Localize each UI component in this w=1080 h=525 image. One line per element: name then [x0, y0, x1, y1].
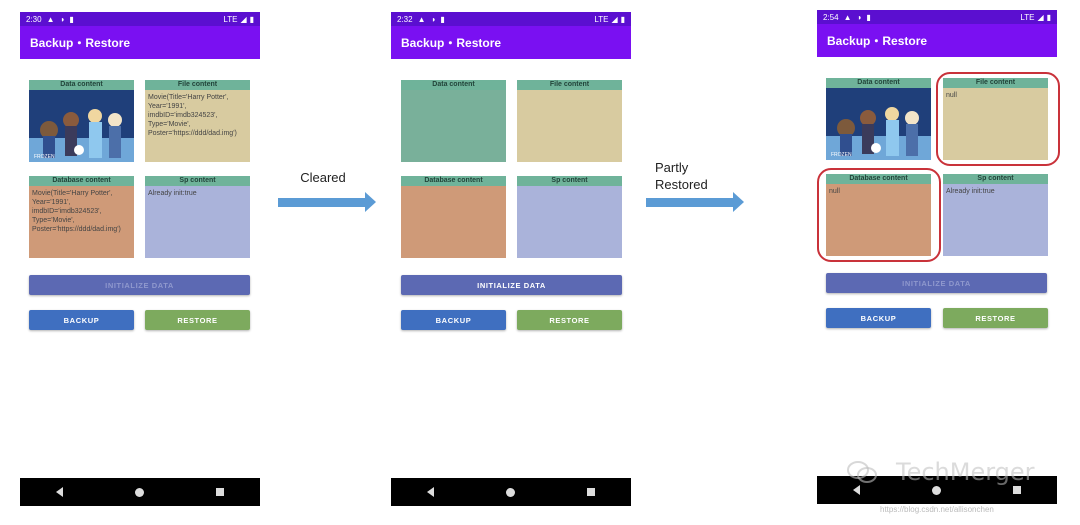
- back-icon[interactable]: [56, 487, 63, 497]
- arrow-label-line1: Partly: [655, 160, 689, 175]
- status-time: 2:30: [26, 14, 42, 24]
- restore-button[interactable]: RESTORE: [145, 310, 250, 330]
- network-type: LTE: [223, 14, 238, 24]
- database-content-text: [401, 186, 506, 258]
- warning-icon: ▲: [417, 14, 426, 24]
- card-header: Data content: [401, 80, 506, 90]
- card-header: Data content: [826, 78, 931, 88]
- warning-icon: ▲: [46, 14, 55, 24]
- status-time: 2:32: [397, 14, 413, 24]
- sync-icon: ◑: [59, 14, 65, 24]
- file-content-card: File content: [517, 80, 622, 162]
- data-content-card: Data content FROZEN: [826, 78, 931, 160]
- navigation-bar: [817, 476, 1057, 504]
- app-bar-title: Backup・Restore: [391, 26, 631, 59]
- card-header: File content: [145, 80, 250, 90]
- signal-icon: ◢: [1037, 12, 1044, 22]
- card-header: Sp content: [145, 176, 250, 186]
- movie-poster-image: FROZEN: [826, 88, 931, 160]
- app-bar-title: Backup・Restore: [817, 24, 1057, 57]
- battery-icon: ▮: [620, 14, 625, 24]
- recents-icon[interactable]: [1013, 486, 1021, 494]
- restore-button[interactable]: RESTORE: [943, 308, 1048, 328]
- sp-content-card: Sp content: [517, 176, 622, 258]
- highlight-ring-file-content: [936, 72, 1060, 166]
- home-icon[interactable]: [932, 485, 941, 495]
- backup-button[interactable]: BACKUP: [826, 308, 931, 328]
- right-arrow-icon: [646, 192, 744, 212]
- phone-screen-initialized: 2:30 ▲ ◑ ▮ LTE ◢ ▮ Backup・Restore Data c…: [20, 12, 260, 507]
- restore-button[interactable]: RESTORE: [517, 310, 622, 330]
- arrow-label-partly-restored: Partly Restored: [655, 159, 717, 193]
- card-header: Data content: [29, 80, 134, 90]
- back-icon[interactable]: [853, 485, 860, 495]
- network-type: LTE: [594, 14, 609, 24]
- battery-icon: ▮: [249, 14, 254, 24]
- initialize-data-button[interactable]: INITIALIZE DATA: [401, 275, 622, 295]
- movie-poster-image: FROZEN: [29, 90, 134, 162]
- watermark-url: https://blog.csdn.net/allisonchen: [880, 505, 994, 514]
- app-bar-title: Backup・Restore: [20, 26, 260, 59]
- data-content-card: Data content FROZEN: [29, 80, 134, 162]
- sd-card-icon: ▮: [866, 12, 871, 22]
- battery-icon: ▮: [1046, 12, 1051, 22]
- card-header: Database content: [401, 176, 506, 186]
- database-content-card: Database content: [401, 176, 506, 258]
- sp-content-text: Already init:true: [145, 186, 250, 258]
- back-icon[interactable]: [427, 487, 434, 497]
- card-header: Database content: [826, 174, 931, 184]
- navigation-bar: [391, 478, 631, 506]
- right-arrow-icon: [278, 192, 376, 212]
- network-type: LTE: [1020, 12, 1035, 22]
- card-header: Sp content: [517, 176, 622, 186]
- database-content-card: Database content Movie(Title='Harry Pott…: [29, 176, 134, 258]
- file-content-text: Movie(Title='Harry Potter', Year='1991',…: [145, 90, 250, 162]
- signal-icon: ◢: [611, 14, 618, 24]
- status-bar: 2:30 ▲ ◑ ▮ LTE ◢ ▮: [20, 12, 260, 26]
- sp-content-card: Sp content Already init:true: [943, 174, 1048, 256]
- card-header: File content: [943, 78, 1048, 88]
- home-icon[interactable]: [135, 487, 144, 497]
- warning-icon: ▲: [843, 12, 852, 22]
- phone-screen-cleared: 2:32 ▲ ◑ ▮ LTE ◢ ▮ Backup・Restore Data c…: [391, 12, 631, 507]
- backup-button[interactable]: BACKUP: [29, 310, 134, 330]
- sp-content-text: [517, 186, 622, 258]
- data-content-card: Data content: [401, 80, 506, 162]
- sync-icon: ◑: [430, 14, 436, 24]
- home-icon[interactable]: [506, 487, 515, 497]
- status-bar: 2:54 ▲ ◑ ▮ LTE ◢ ▮: [817, 10, 1057, 24]
- sd-card-icon: ▮: [69, 14, 74, 24]
- sync-icon: ◑: [856, 12, 862, 22]
- card-header: File content: [517, 80, 622, 90]
- data-content-text: [401, 90, 506, 162]
- watermark-brand: TechMerger: [896, 458, 1035, 486]
- arrow-label-line2: Restored: [655, 177, 708, 192]
- status-bar: 2:32 ▲ ◑ ▮ LTE ◢ ▮: [391, 12, 631, 26]
- arrow-label-cleared: Cleared: [300, 170, 346, 185]
- file-content-card: File content null: [943, 78, 1048, 160]
- poster-caption: FROZEN: [34, 154, 55, 160]
- navigation-bar: [20, 478, 260, 506]
- card-header: Sp content: [943, 174, 1048, 184]
- status-time: 2:54: [823, 12, 839, 22]
- file-content-text: [517, 90, 622, 162]
- recents-icon[interactable]: [216, 488, 224, 496]
- wechat-icon: [847, 461, 877, 483]
- sd-card-icon: ▮: [440, 14, 445, 24]
- card-header: Database content: [29, 176, 134, 186]
- backup-button[interactable]: BACKUP: [401, 310, 506, 330]
- sp-content-card: Sp content Already init:true: [145, 176, 250, 258]
- recents-icon[interactable]: [587, 488, 595, 496]
- database-content-card: Database content null: [826, 174, 931, 256]
- initialize-data-button[interactable]: INITIALIZE DATA: [826, 273, 1047, 293]
- file-content-text: null: [943, 88, 1048, 160]
- database-content-text: Movie(Title='Harry Potter', Year='1991',…: [29, 186, 134, 258]
- poster-caption: FROZEN: [831, 152, 852, 158]
- signal-icon: ◢: [240, 14, 247, 24]
- file-content-card: File content Movie(Title='Harry Potter',…: [145, 80, 250, 162]
- initialize-data-button[interactable]: INITIALIZE DATA: [29, 275, 250, 295]
- database-content-text: null: [826, 184, 931, 256]
- highlight-ring-database-content: [817, 168, 941, 262]
- sp-content-text: Already init:true: [943, 184, 1048, 256]
